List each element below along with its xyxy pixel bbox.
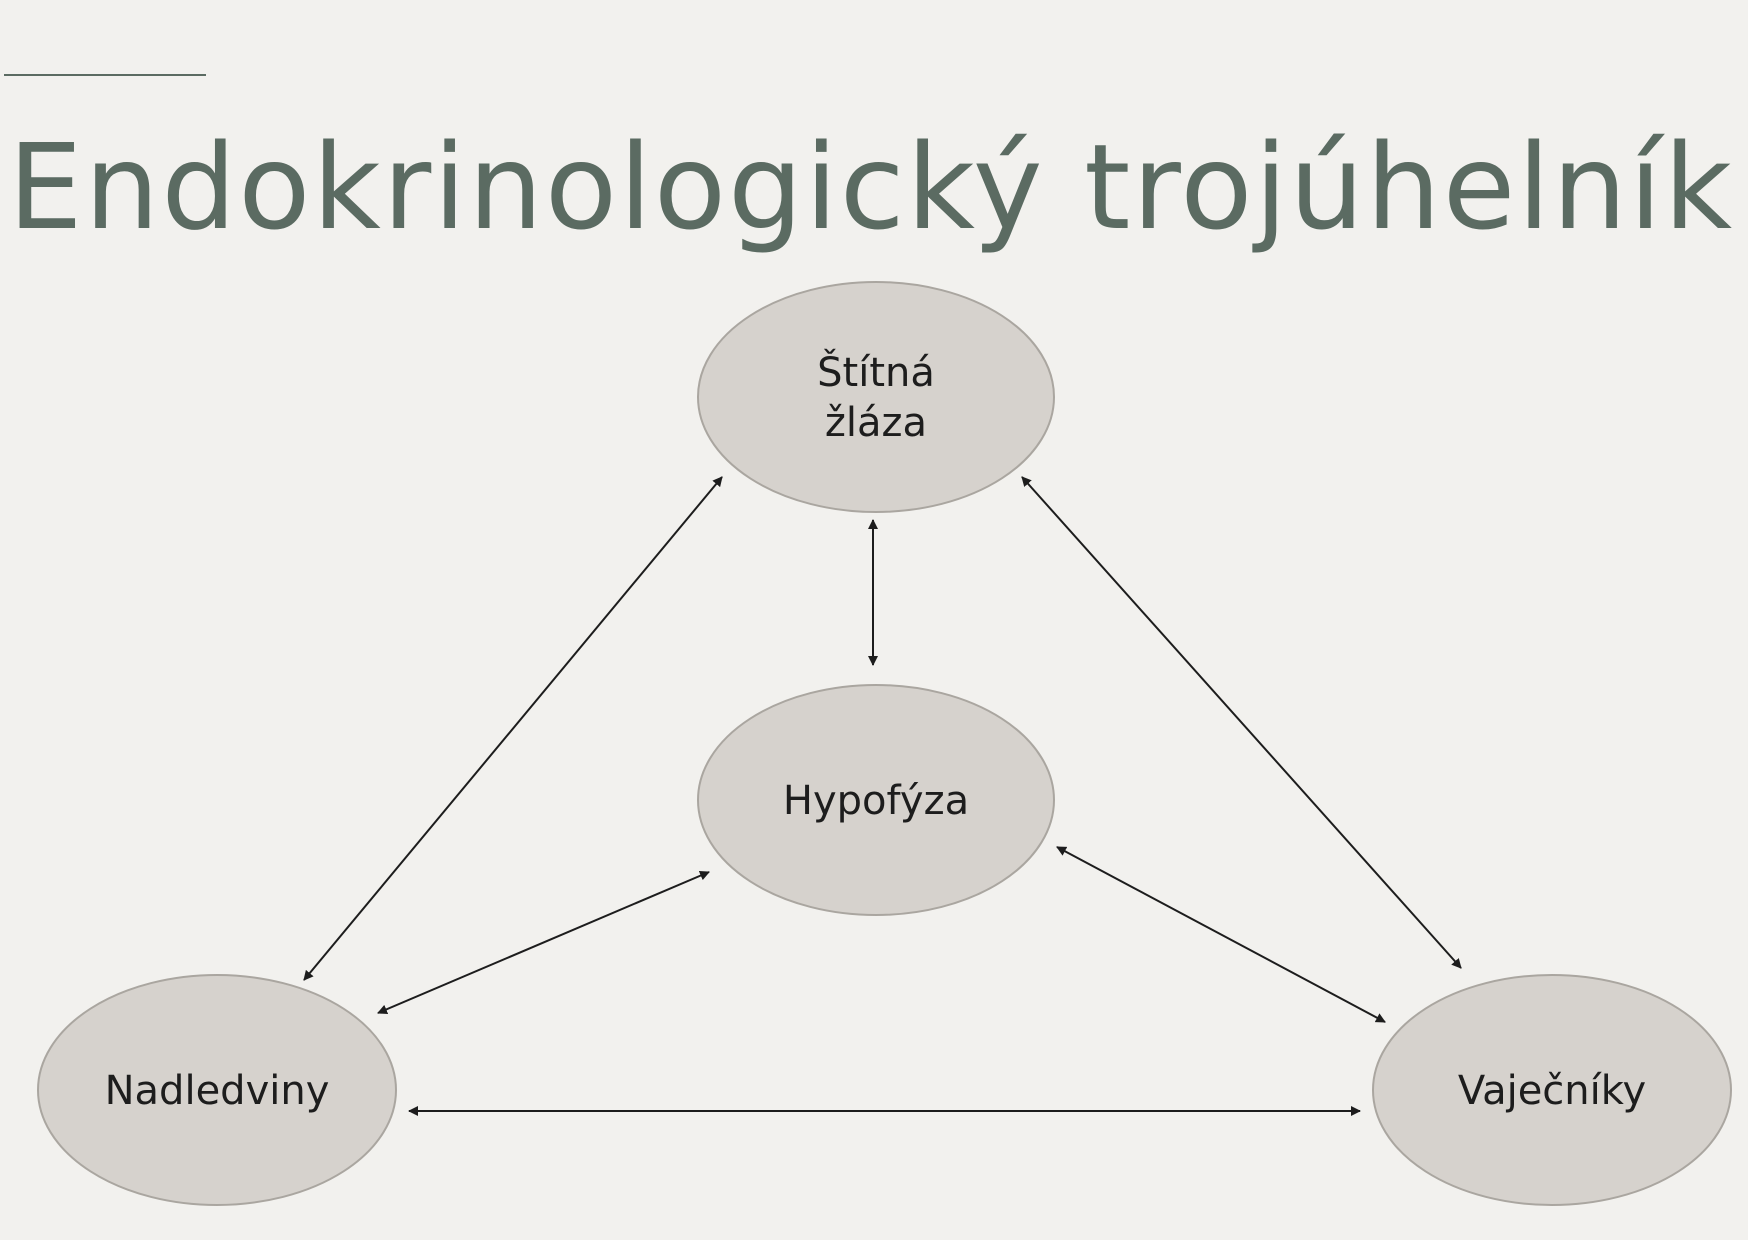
node-ovaries-shape xyxy=(1372,974,1732,1206)
node-thyroid: Štítná žláza xyxy=(697,281,1055,513)
node-thyroid-label-line1: Štítná xyxy=(817,348,935,396)
node-ovaries-label: Vaječníky xyxy=(1458,1068,1646,1114)
node-thyroid-shape xyxy=(697,281,1055,513)
node-adrenals-shape xyxy=(37,974,397,1206)
page-title: Endokrinologický trojúhelník xyxy=(8,118,1735,256)
title-accent-line xyxy=(4,74,206,76)
node-pituitary-label: Hypofýza xyxy=(783,778,969,824)
node-adrenals: Nadledviny xyxy=(37,974,397,1206)
node-thyroid-label-line2: žláza xyxy=(825,400,927,446)
node-pituitary: Hypofýza xyxy=(697,684,1055,916)
arrow-pituitary-adrenals xyxy=(377,870,710,1015)
arrow-pituitary-ovaries xyxy=(1056,846,1386,1023)
arrow-thyroid-adrenals xyxy=(303,476,723,981)
node-adrenals-label: Nadledviny xyxy=(105,1068,330,1114)
node-pituitary-shape xyxy=(697,684,1055,916)
arrow-thyroid-ovaries xyxy=(1021,476,1462,969)
node-ovaries: Vaječníky xyxy=(1372,974,1732,1206)
